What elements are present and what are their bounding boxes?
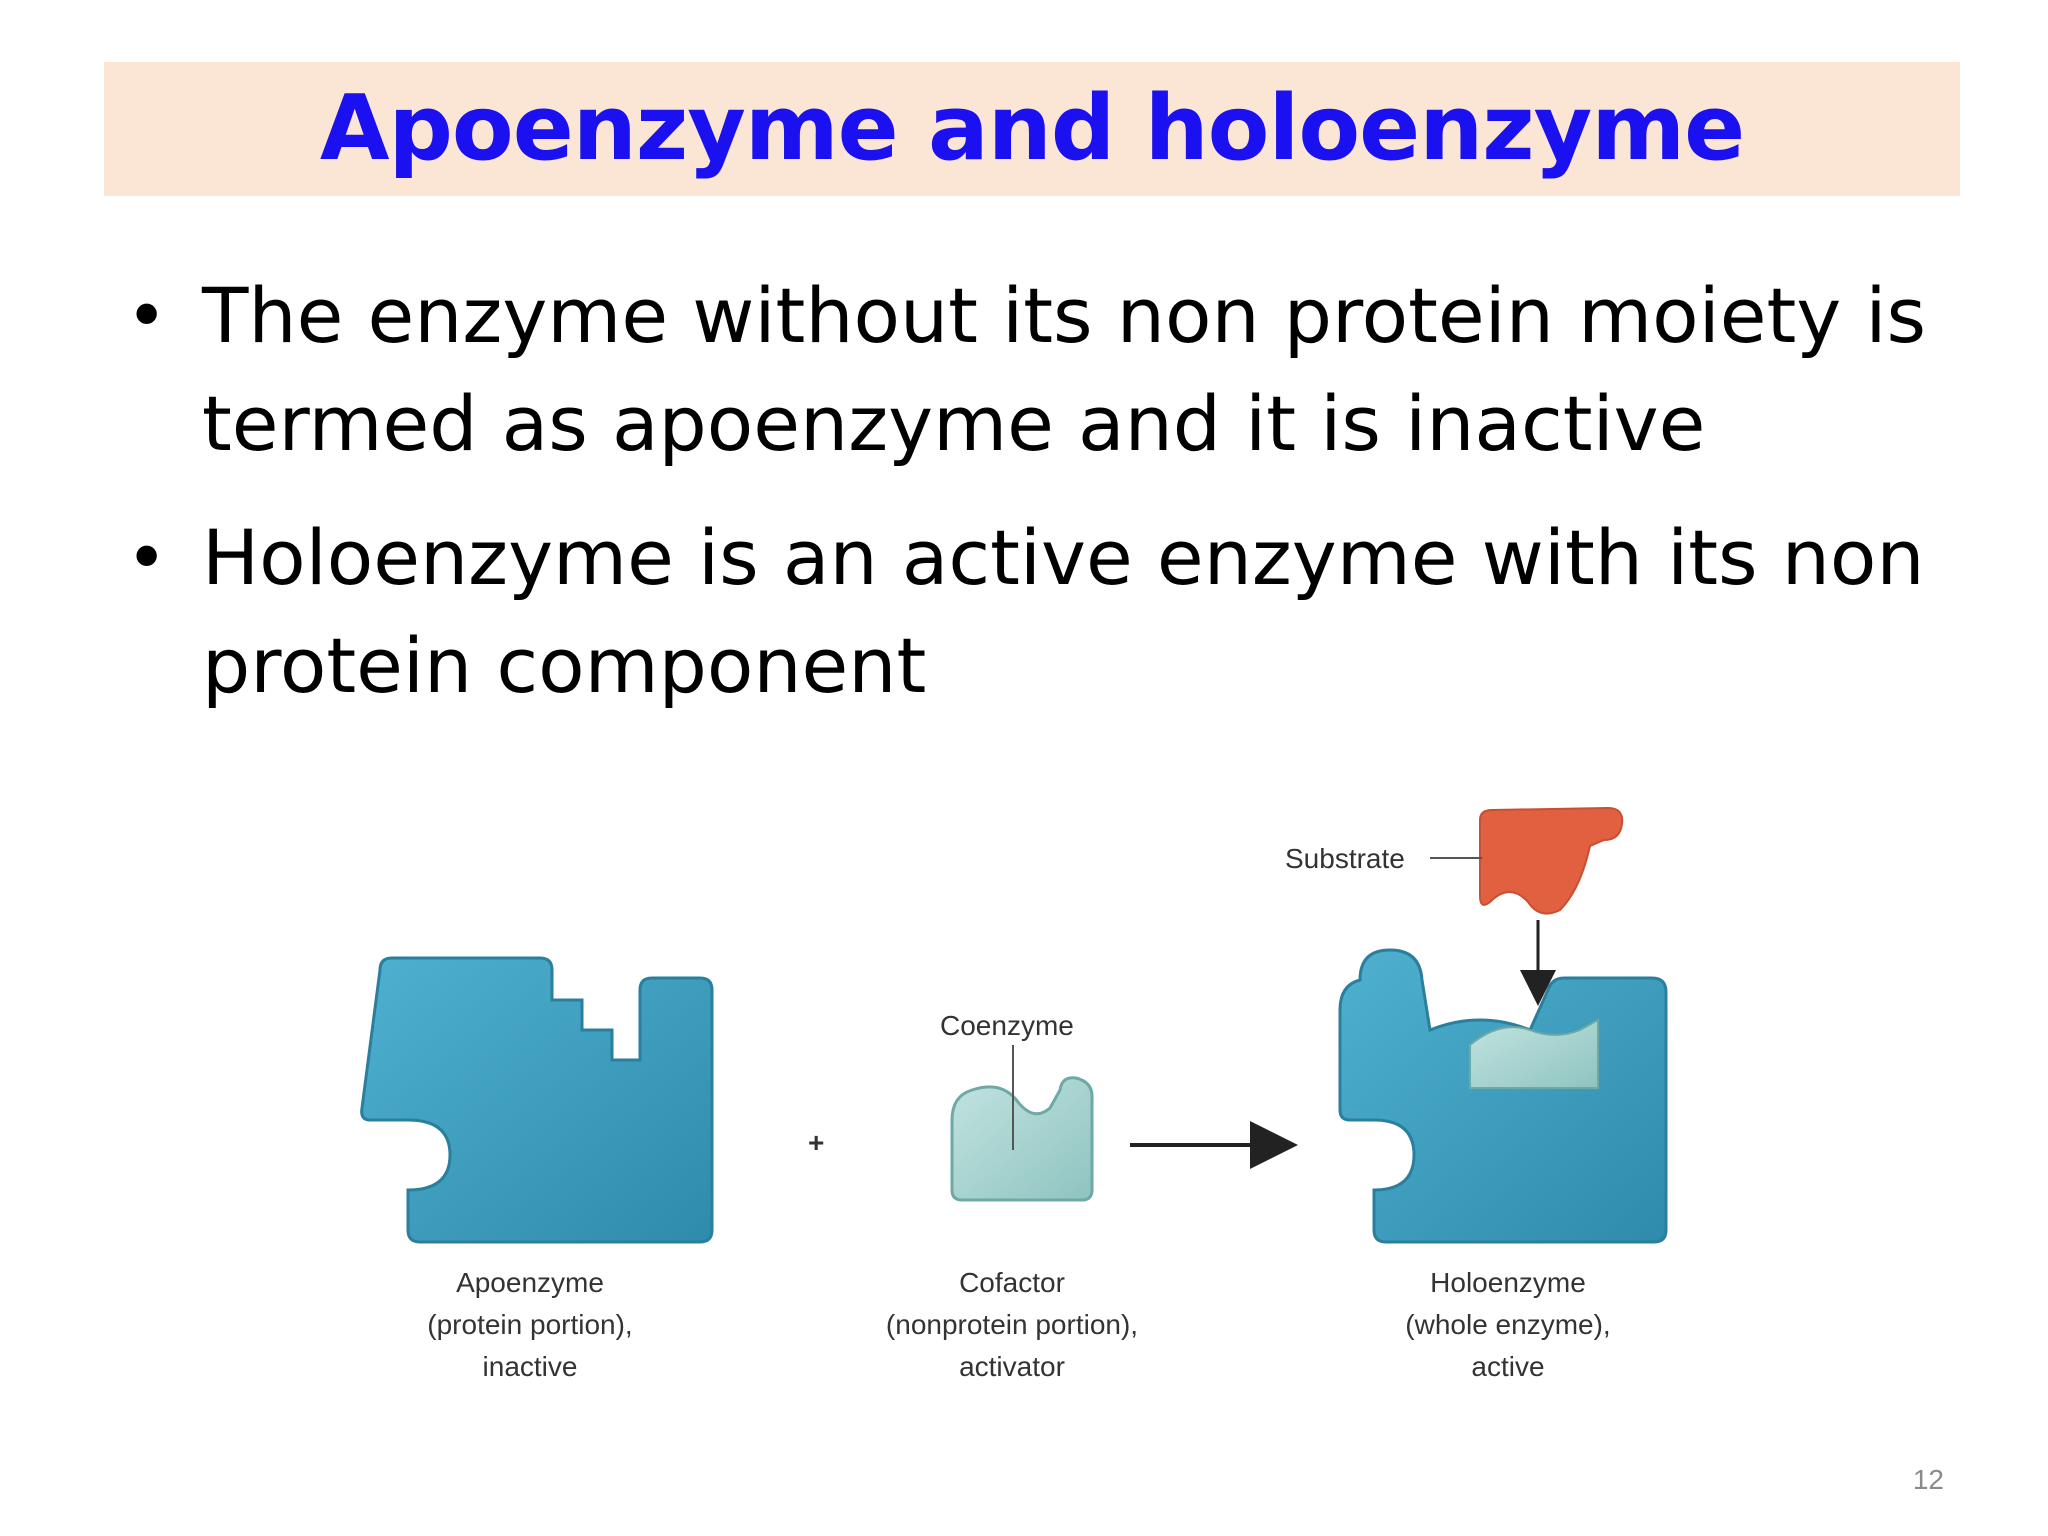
holoenzyme-shape — [1338, 948, 1668, 1244]
holoenzyme-caption-line-3: active — [1471, 1351, 1544, 1382]
bullet-marker: • — [126, 517, 168, 599]
apoenzyme-caption-line-3: inactive — [483, 1351, 578, 1382]
cofactor-caption-line-1: Cofactor — [959, 1267, 1065, 1298]
bullet-item: • The enzyme without its non protein moi… — [126, 262, 1946, 478]
apoenzyme-caption-line-2: (protein portion), — [427, 1309, 632, 1340]
cofactor-caption-line-2: (nonprotein portion), — [886, 1309, 1138, 1340]
bullet-text: Holoenzyme is an active enzyme with its … — [202, 513, 1925, 710]
holoenzyme-caption-line-2: (whole enzyme), — [1405, 1309, 1610, 1340]
apoenzyme-shape — [360, 956, 714, 1244]
enzyme-diagram: + Coenzyme Substrate Apoenzyme (protein … — [340, 790, 1720, 1410]
cofactor-caption-line-3: activator — [959, 1351, 1065, 1382]
coenzyme-label: Coenzyme — [940, 1010, 1074, 1041]
holoenzyme-cofactor-shape — [1469, 1018, 1599, 1089]
substrate-shape — [1479, 806, 1624, 915]
plus-sign: + — [808, 1127, 824, 1158]
page-number: 12 — [1912, 1464, 1944, 1495]
enzyme-diagram-svg: + Coenzyme Substrate Apoenzyme (protein … — [360, 806, 1668, 1382]
bullet-list: • The enzyme without its non protein moi… — [126, 262, 1946, 746]
bullet-marker: • — [126, 275, 168, 357]
cofactor-shape — [950, 1076, 1094, 1202]
apoenzyme-caption-line-1: Apoenzyme — [456, 1267, 604, 1298]
bullet-item: • Holoenzyme is an active enzyme with it… — [126, 504, 1946, 720]
holoenzyme-caption-line-1: Holoenzyme — [1430, 1267, 1586, 1298]
title-bar: Apoenzyme and holoenzyme — [104, 62, 1960, 196]
bullet-text: The enzyme without its non protein moiet… — [202, 271, 1927, 468]
slide-title: Apoenzyme and holoenzyme — [319, 76, 1745, 181]
substrate-label: Substrate — [1285, 843, 1405, 874]
